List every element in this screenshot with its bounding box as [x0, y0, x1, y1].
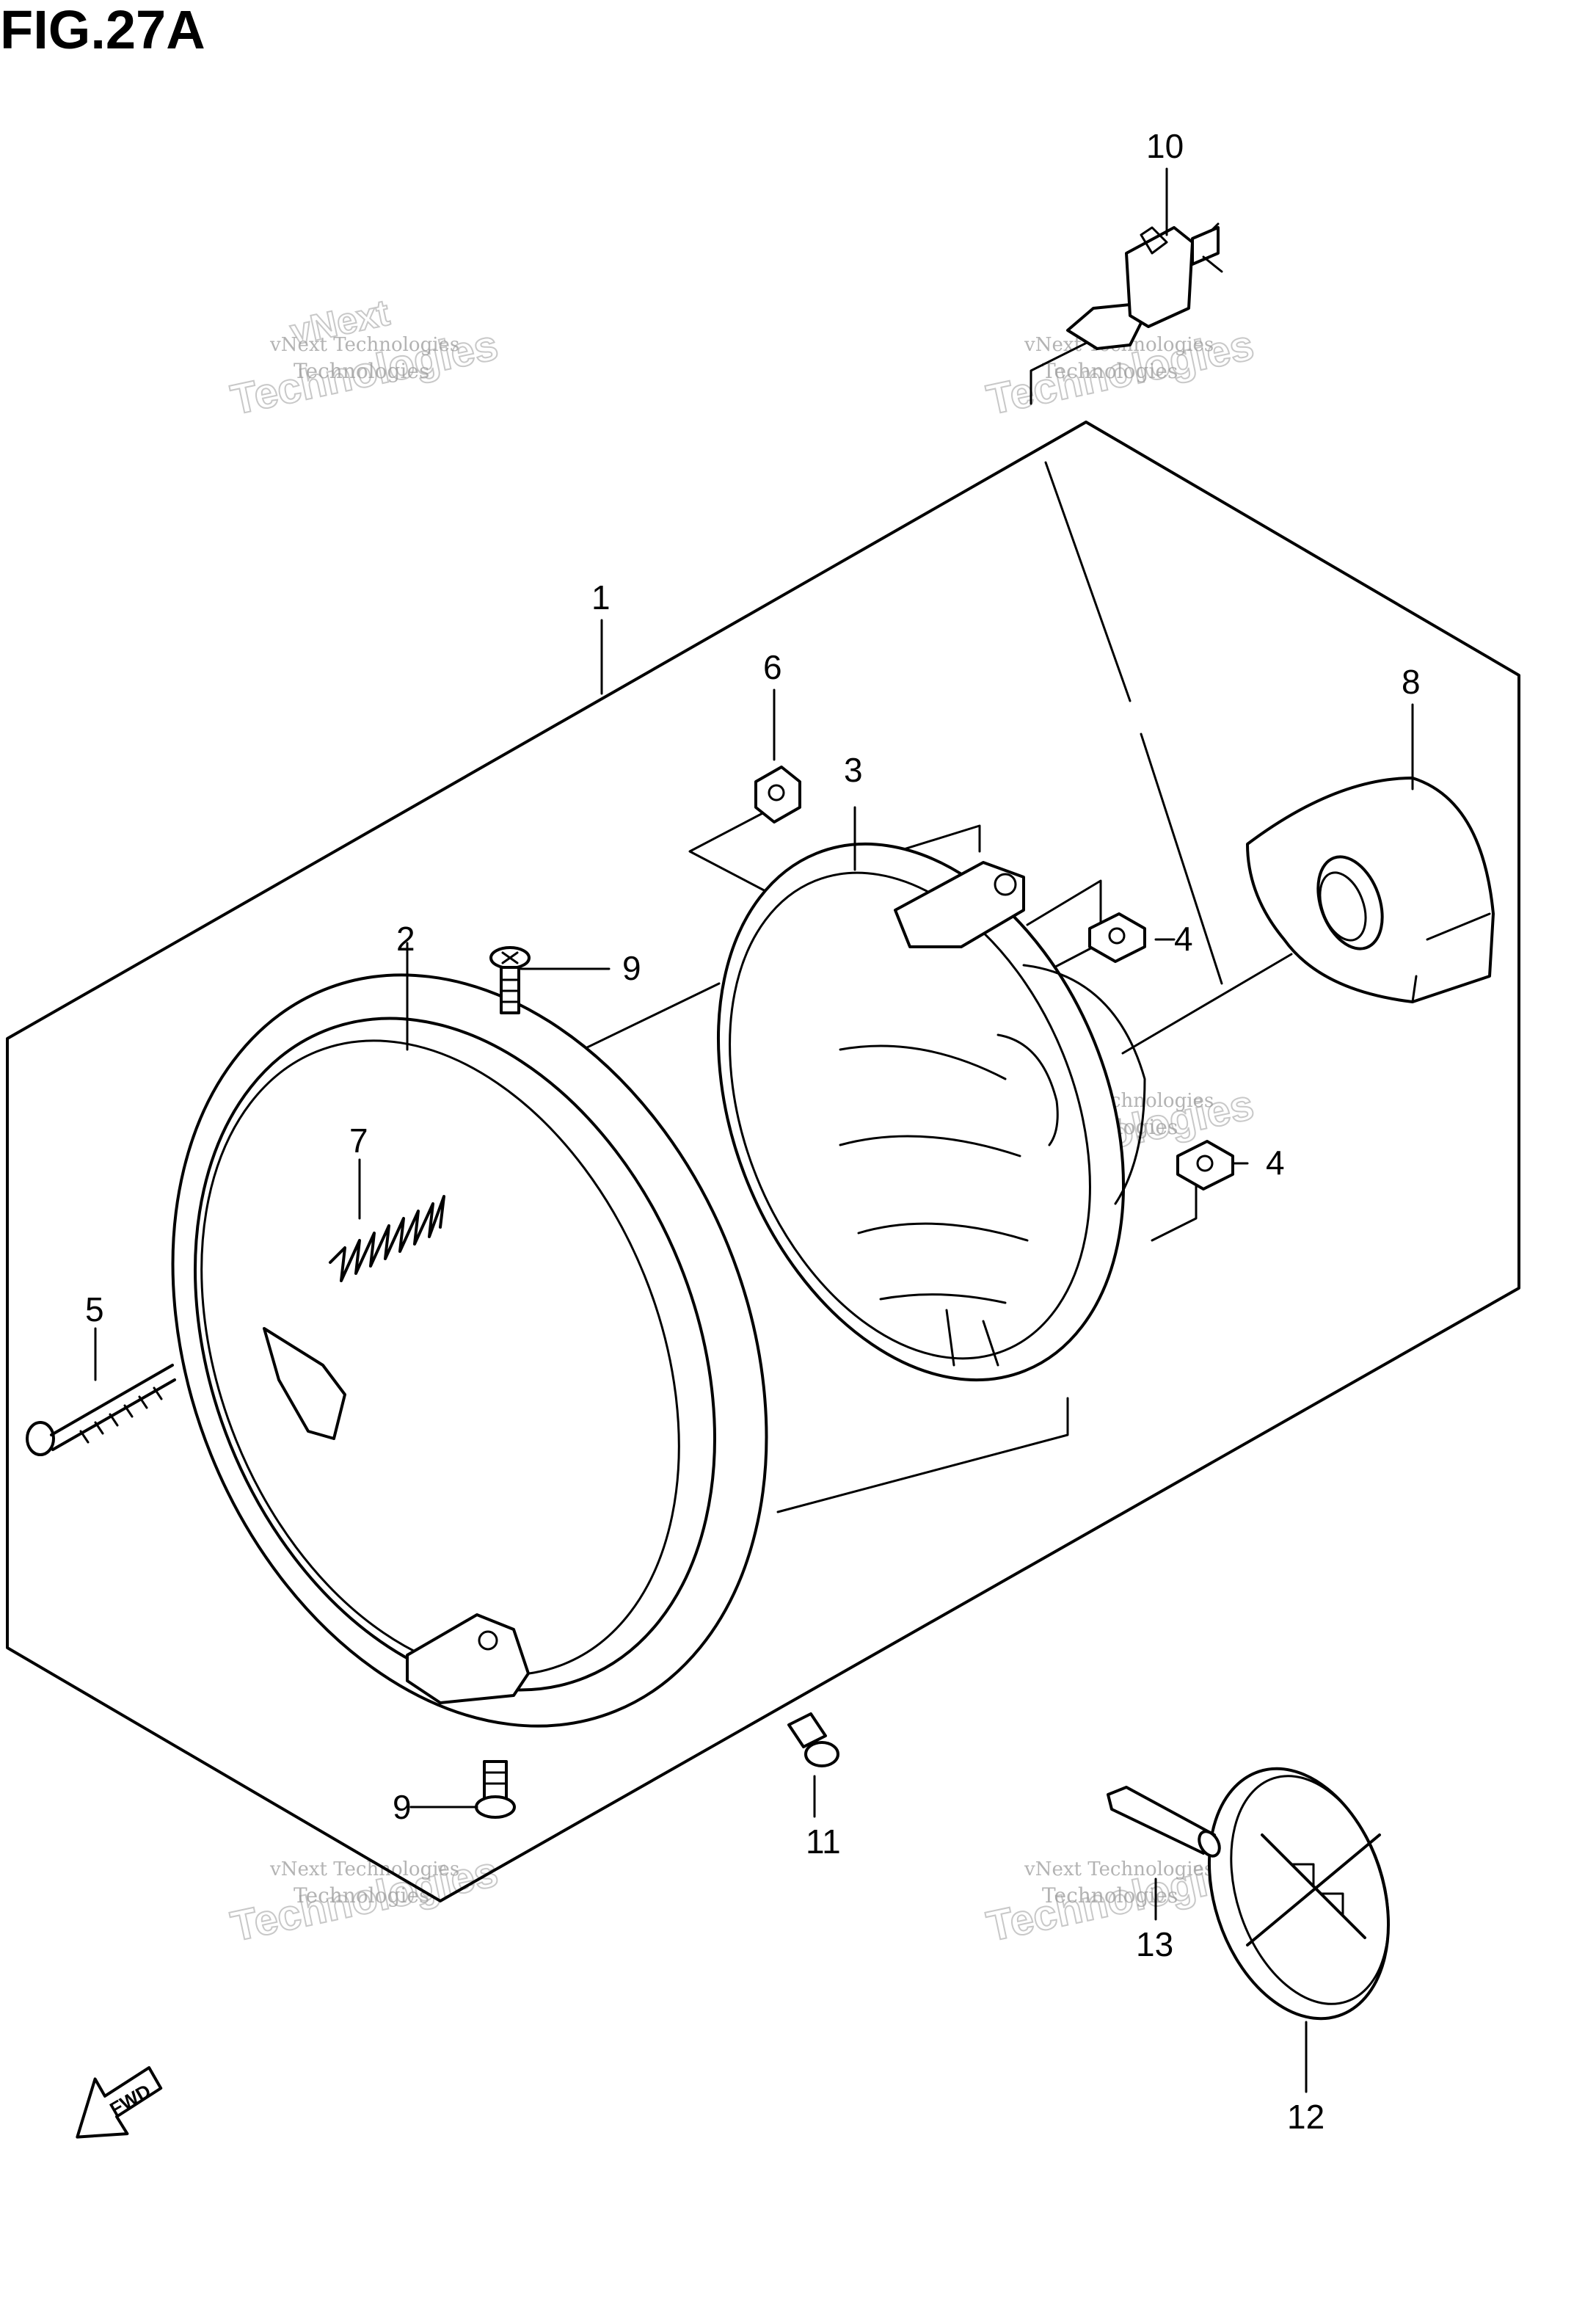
- callout-9-upper: 9: [622, 949, 641, 987]
- svg-text:vNext Technologies: vNext Technologies: [269, 334, 459, 356]
- callout-4-upper: 4: [1174, 920, 1193, 958]
- callout-7: 7: [349, 1122, 368, 1160]
- svg-text:vNext Technologies: vNext Technologies: [269, 1858, 459, 1880]
- assembly-outline: [6, 421, 1520, 1902]
- watermark-top-left: Technologies vNext vNext Technologies Te…: [226, 291, 503, 425]
- callout-10: 10: [1146, 127, 1184, 165]
- callout-13: 13: [1136, 1925, 1173, 1963]
- callout-8: 8: [1402, 663, 1421, 701]
- callout-9-lower: 9: [393, 1788, 412, 1826]
- headlight-bulb: [1066, 222, 1223, 350]
- fwd-arrow: FWD: [76, 2066, 163, 2139]
- callout-11: 11: [806, 1822, 841, 1861]
- housing-cover: [1246, 777, 1495, 1003]
- pin: [1107, 1786, 1221, 1858]
- screw-small: [787, 1712, 839, 1767]
- headlight-unit: [717, 842, 1146, 1382]
- nut-top: [754, 766, 801, 824]
- callout-12: 12: [1287, 2098, 1324, 2136]
- screw-lower: [475, 1760, 516, 1819]
- watermark-bottom-left: Technologies vNext Technologies Technolo…: [226, 1847, 503, 1951]
- svg-text:vNext Technologies: vNext Technologies: [1024, 1858, 1214, 1880]
- callout-4-lower: 4: [1266, 1144, 1285, 1182]
- svg-text:Technologies: Technologies: [294, 359, 429, 383]
- callout-3: 3: [844, 751, 863, 789]
- callout-1: 1: [591, 578, 611, 617]
- long-screw: [26, 1364, 176, 1456]
- nut-lower: [1176, 1140, 1234, 1190]
- screw-upper: [489, 946, 531, 1014]
- callout-5: 5: [85, 1290, 104, 1328]
- nut-upper: [1088, 912, 1146, 963]
- svg-text:Technologies: Technologies: [1042, 1883, 1178, 1908]
- figure-title: FIG.27A: [0, 0, 205, 60]
- callout-6: 6: [763, 648, 782, 686]
- adjusting-spring: [329, 1195, 445, 1282]
- callout-2: 2: [396, 920, 415, 958]
- svg-text:Technologies: Technologies: [1042, 359, 1178, 383]
- headlight-rim: [171, 973, 768, 1728]
- svg-text:Technologies: Technologies: [294, 1883, 429, 1908]
- lens-cap: [1207, 1767, 1391, 2021]
- callout-leaders: [94, 167, 1414, 2093]
